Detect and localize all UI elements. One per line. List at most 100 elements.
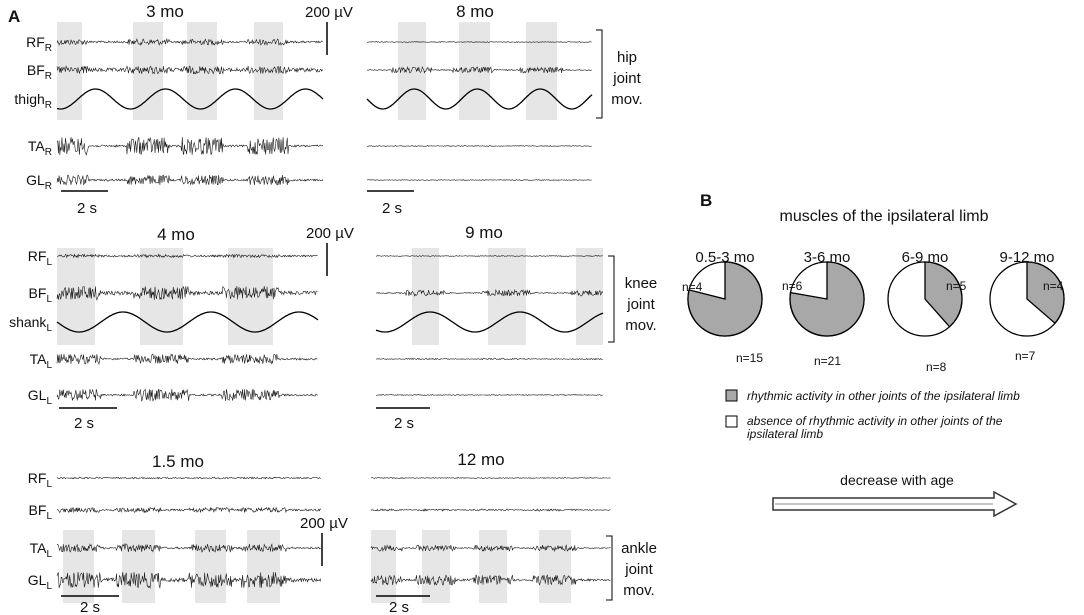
ankle-right-trace-rf — [370, 477, 611, 479]
pie-0-absent-n: n=4 — [682, 280, 703, 294]
hip-right-trace-bf — [366, 66, 592, 74]
ankle-channel-label-ta: TAL — [30, 540, 53, 560]
knee-joint-bracket — [608, 255, 615, 343]
hip-right-trace-thigh — [366, 88, 593, 110]
hip-right-trace-ta — [366, 145, 592, 147]
knee-left-trace-gl — [56, 388, 318, 403]
ankle-amplitude-scale-label: 200 µV — [300, 515, 348, 532]
panel-b-title: muscles of the ipsilateral limb — [780, 208, 989, 225]
pie-1-rhythmic-slice — [789, 261, 865, 337]
ankle-left-movement-phase-2 — [195, 530, 226, 603]
knee-right-movement-phase-0 — [412, 248, 439, 345]
knee-left-trace-bf — [56, 285, 318, 301]
pie-1-age-label: 3-6 mo — [804, 249, 851, 266]
ankle-left-title: 1.5 mo — [152, 452, 204, 471]
legend-label-absence-line1: absence of rhythmic activity in other jo… — [747, 414, 1003, 428]
pie-3-rhythmic-n: n=4 — [1043, 279, 1064, 293]
hip-joint-label-line3: mov. — [611, 91, 642, 108]
hip-left-title: 3 mo — [146, 2, 184, 21]
hip-left-trace-rf — [56, 37, 324, 46]
ankle-right-time-label: 2 s — [389, 599, 409, 615]
trend-arrow-label: decrease with age — [840, 472, 954, 488]
ankle-left-trace-rf — [56, 476, 321, 480]
pie-charts: 0.5-3 mon=4n=153-6 mon=6n=216-9 mon=8n=5… — [682, 249, 1065, 374]
pie-3: 9-12 mon=7n=4 — [989, 249, 1065, 363]
knee-right-movement-phase-1 — [488, 248, 526, 345]
pie-1-rhythmic-n: n=21 — [814, 354, 841, 368]
knee-channel-label-shank: shankL — [9, 314, 52, 334]
knee-channel-label-gl: GLL — [28, 387, 53, 407]
knee-left-trace-ta — [56, 353, 318, 366]
channel-labels: RFRBFRthighRTARGLRRFLBFLshankLTALGLLRFLB… — [9, 34, 52, 592]
pie-0-age-label: 0.5-3 mo — [695, 249, 754, 266]
pie-1-absent-n: n=6 — [782, 279, 803, 293]
hip-right-trace-gl — [366, 179, 592, 181]
ankle-channel-label-bf: BFL — [29, 502, 53, 522]
pie-1: 3-6 mon=6 n=21 — [782, 249, 865, 368]
hip-left-trace-ta — [56, 136, 323, 156]
knee-left-movement-phase-0 — [57, 248, 95, 345]
ankle-right-trace-ta — [370, 544, 611, 552]
pie-3-age-label: 9-12 mo — [999, 249, 1054, 266]
ankle-right-movement-phase-1 — [422, 530, 450, 603]
hip-amplitude-scale-label: 200 µV — [305, 4, 353, 21]
hip-channel-label-ta: TAR — [28, 138, 52, 158]
legend-swatch-rhythmic — [725, 389, 738, 402]
knee-amplitude-scale-label: 200 µV — [306, 225, 354, 242]
knee-channel-label-ta: TAL — [30, 351, 53, 371]
ankle-left-trace-ta — [56, 543, 322, 553]
legend-label-rhythmic: rhythmic activity in other joints of the… — [747, 389, 1020, 403]
ankle-left-movement-phase-3 — [247, 530, 280, 603]
ankle-right-movement-phase-3 — [539, 530, 571, 603]
pie-0: 0.5-3 mon=4n=15 — [682, 249, 763, 365]
knee-left-trace-rf — [57, 253, 318, 259]
ankle-joint-label-line2: joint — [624, 561, 653, 578]
ankle-joint-bracket — [606, 535, 613, 601]
ankle-left-trace-bf — [56, 506, 321, 514]
ankle-left-time-label: 2 s — [80, 599, 100, 615]
pie-3-rhythmic-slice — [1026, 261, 1065, 325]
knee-left-title: 4 mo — [157, 225, 195, 244]
ankle-right-movement-phase-2 — [479, 530, 507, 603]
knee-right-time-label: 2 s — [394, 415, 414, 432]
pie-2: 6-9 mon=8n=5 — [887, 249, 967, 374]
pie-2-age-label: 6-9 mo — [902, 249, 949, 266]
knee-right-title: 9 mo — [465, 223, 503, 242]
hip-joint-label-line2: joint — [612, 70, 641, 87]
hip-right-trace-rf — [366, 41, 592, 43]
pie-2-rhythmic-n: n=5 — [946, 279, 967, 293]
ankle-right-title: 12 mo — [457, 450, 504, 469]
knee-channel-label-rf: RFL — [28, 248, 53, 268]
hip-left-time-label: 2 s — [77, 200, 97, 217]
hip-channel-label-rf: RFR — [26, 34, 52, 54]
knee-right-trace-shank — [375, 311, 604, 333]
hip-left-trace-bf — [56, 65, 324, 75]
hip-left-trace-gl — [56, 174, 324, 186]
panel-a-label: A — [8, 7, 20, 26]
ankle-joint-label-line3: mov. — [623, 582, 654, 599]
knee-joint-label-line3: mov. — [625, 317, 656, 334]
hip-joint-bracket — [596, 29, 603, 119]
panel-b-label: B — [700, 191, 712, 210]
legend-label-absence: absence of rhythmic activity in other jo… — [747, 414, 1006, 441]
emg-traces — [56, 37, 611, 590]
hip-left-trace-thigh — [56, 88, 324, 110]
knee-right-trace-ta — [375, 357, 603, 361]
legend-swatch-absence — [725, 415, 738, 428]
ankle-left-movement-phase-0 — [63, 530, 94, 603]
knee-joint-label-line1: knee — [625, 275, 658, 292]
legend-label-absence-line2: ipsilateral limb — [747, 427, 823, 441]
knee-right-movement-phase-2 — [576, 248, 603, 345]
ankle-joint-label-line1: ankle — [621, 540, 657, 557]
knee-right-trace-gl — [375, 394, 603, 396]
ankle-channel-label-gl: GLL — [28, 572, 53, 592]
ankle-left-movement-phase-1 — [122, 530, 155, 603]
knee-right-trace-rf — [375, 255, 603, 257]
ankle-right-trace-gl — [370, 574, 611, 586]
pie-2-rhythmic-slice — [924, 261, 963, 328]
hip-joint-label-line1: hip — [617, 49, 637, 66]
knee-channel-label-bf: BFL — [29, 285, 53, 305]
hip-channel-label-thigh: thighR — [14, 91, 52, 111]
knee-left-trace-shank — [56, 311, 319, 333]
